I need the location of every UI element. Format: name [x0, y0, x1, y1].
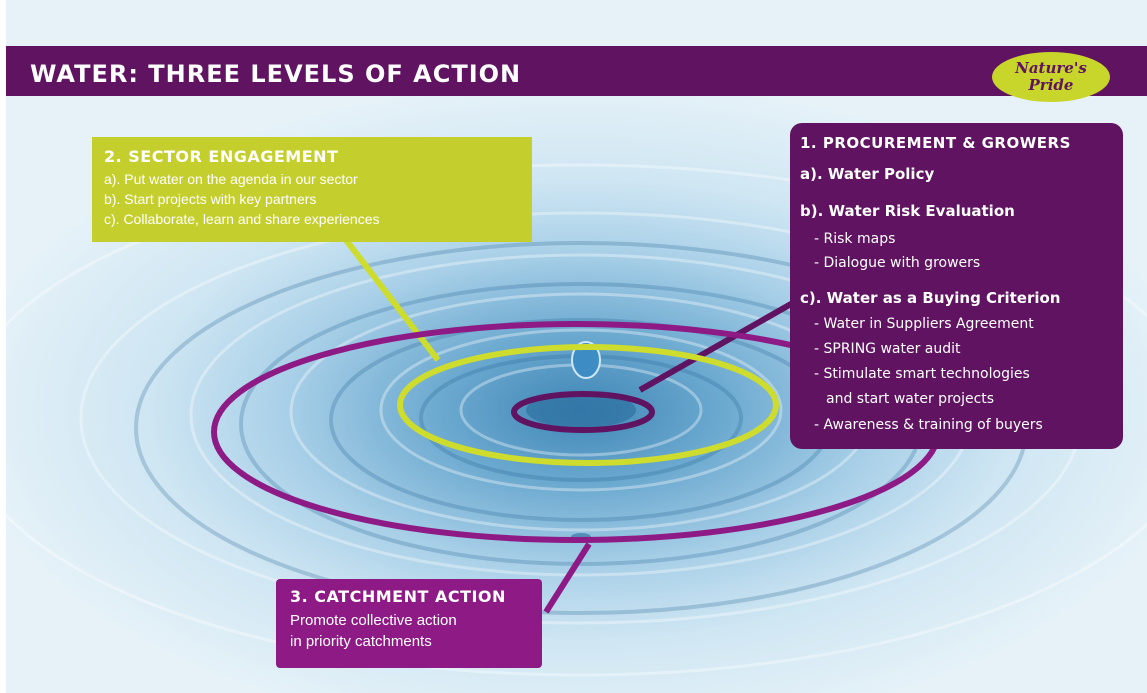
sector-engagement-box: 2. SECTOR ENGAGEMENT a). Put water on th…	[92, 137, 532, 242]
risk-maps-item: - Risk maps	[814, 231, 896, 247]
catchment-connector-line	[543, 542, 592, 614]
catchment-heading: 3. CATCHMENT ACTION	[290, 587, 506, 606]
awareness-training-item: - Awareness & training of buyers	[814, 417, 1043, 433]
procurement-heading: 1. PROCUREMENT & GROWERS	[800, 134, 1071, 152]
procurement-ring	[511, 391, 655, 433]
dialogue-growers-item: - Dialogue with growers	[814, 255, 981, 271]
slide: WATER: THREE LEVELS OF ACTION Nature's P…	[6, 0, 1147, 693]
splash-center	[526, 392, 636, 428]
water-risk-evaluation-item: b). Water Risk Evaluation	[800, 202, 1015, 220]
water-ripples-background	[6, 163, 1147, 677]
sector-connector-line	[343, 238, 441, 362]
sector-line-c: c). Collaborate, learn and share experie…	[104, 211, 380, 227]
title-bar: WATER: THREE LEVELS OF ACTION	[6, 46, 1147, 96]
spring-audit-item: - SPRING water audit	[814, 341, 961, 357]
suppliers-agreement-item: - Water in Suppliers Agreement	[814, 316, 1034, 332]
sector-line-b: b). Start projects with key partners	[104, 191, 317, 207]
water-projects-item: and start water projects	[826, 391, 995, 407]
sector-line-a: a). Put water on the agenda in our secto…	[104, 171, 358, 187]
natures-pride-logo: Nature's Pride	[992, 52, 1110, 102]
logo-line-1: Nature's	[1015, 59, 1087, 77]
sector-ring	[397, 344, 779, 466]
smart-technologies-item: - Stimulate smart technologies	[814, 366, 1030, 382]
procurement-growers-box: 1. PROCUREMENT & GROWERS a). Water Polic…	[790, 123, 1123, 449]
catchment-action-box: 3. CATCHMENT ACTION Promote collective a…	[276, 579, 542, 668]
catchment-line-1: Promote collective action	[290, 612, 457, 629]
water-drop	[571, 341, 601, 379]
water-policy-item: a). Water Policy	[800, 165, 935, 183]
logo-line-2: Pride	[1028, 76, 1074, 94]
page-title: WATER: THREE LEVELS OF ACTION	[30, 60, 522, 88]
buying-criterion-item: c). Water as a Buying Criterion	[800, 289, 1061, 307]
sector-heading: 2. SECTOR ENGAGEMENT	[104, 147, 339, 166]
catchment-line-2: in priority catchments	[290, 633, 432, 650]
procurement-connector-line	[638, 297, 800, 393]
